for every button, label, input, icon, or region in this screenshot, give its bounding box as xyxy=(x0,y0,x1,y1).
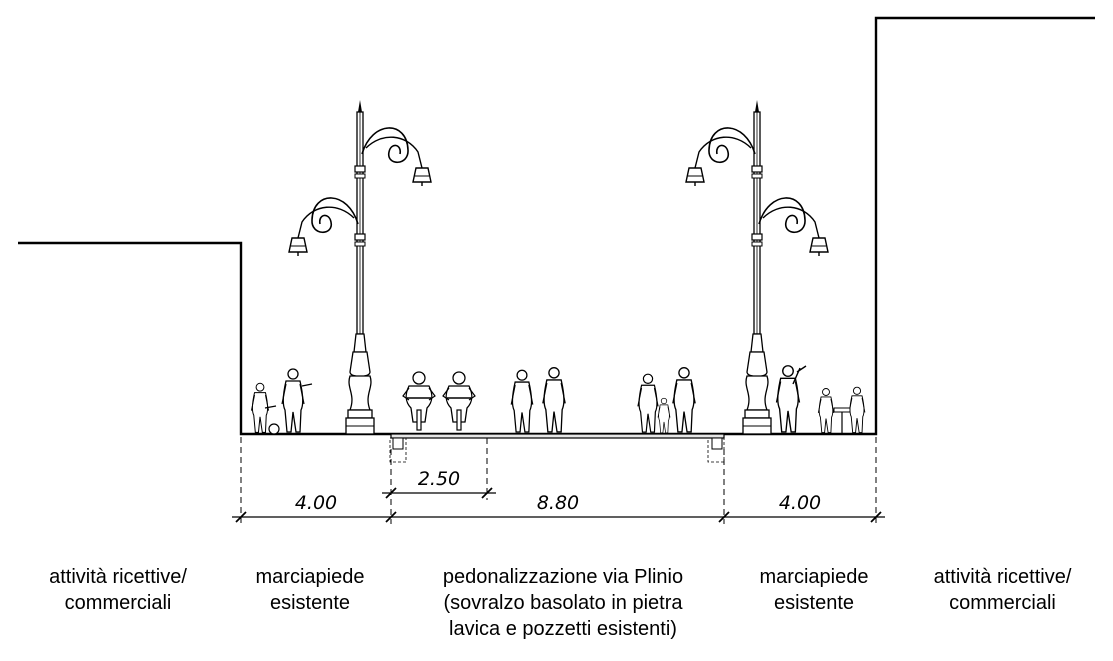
pedestrian-icon xyxy=(510,365,866,434)
dim-strip: 2.50 xyxy=(418,468,460,490)
ground-profile xyxy=(18,16,1095,463)
dim-right-sidewalk: 4.00 xyxy=(779,492,821,514)
dim-left-sidewalk: 4.00 xyxy=(295,492,337,514)
label-road: pedonalizzazione via Plinio (sovralzo ba… xyxy=(442,566,684,640)
label-right-buildings: attività ricettive/ commerciali xyxy=(933,566,1072,614)
cyclist-icon xyxy=(402,371,476,431)
label-left-sidewalk: marciapiede esistente xyxy=(255,566,365,614)
label-left-buildings: attività ricettive/ commerciali xyxy=(49,566,187,614)
street-lamp-icon xyxy=(685,99,829,435)
pedestrian-icon xyxy=(250,368,313,435)
label-right-sidewalk: marciapiede esistente xyxy=(759,566,869,614)
dim-road: 8.80 xyxy=(537,492,579,514)
dimension-lines xyxy=(232,437,885,524)
